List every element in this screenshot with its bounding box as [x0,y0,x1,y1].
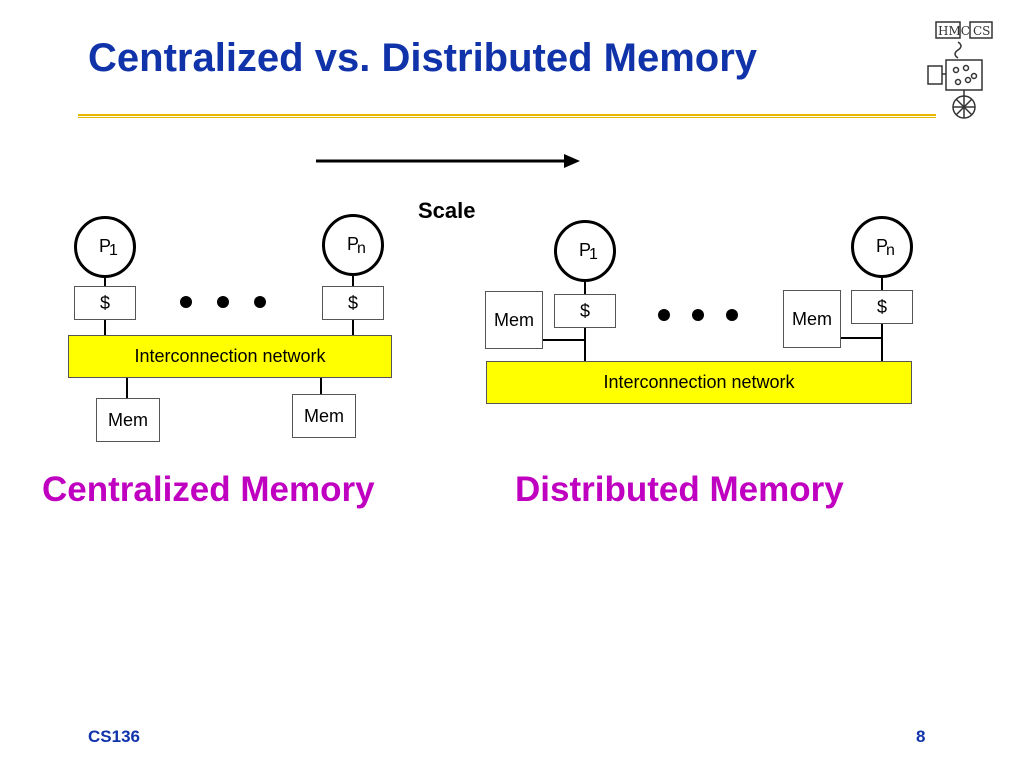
scale-label: Scale [418,198,476,223]
line-net-memn [320,377,322,395]
line-pn-cache [881,278,883,290]
line-cache1-net [584,326,586,362]
cache-box-n: $ [851,290,913,324]
line-pn-cache [352,276,354,286]
processor-pn: P n [851,216,913,278]
ellipsis-dot [692,309,704,321]
page-number: 8 [916,727,926,746]
processor-label: P [579,240,592,260]
processor-label: P [876,236,889,256]
ellipsis-dot [180,296,192,308]
processor-p1: P 1 [74,216,136,278]
interconnection-network: Interconnection network [68,335,392,378]
line-mem1-bus [541,339,585,341]
interconnection-network: Interconnection network [486,361,912,404]
processor-subscript: 1 [109,242,118,259]
processor-pn: P n [322,214,384,276]
logo-lettering: HMC [938,24,970,38]
processor-subscript: n [357,240,366,257]
line-cache1-net [104,318,106,336]
line-net-mem1 [126,377,128,399]
cache-box-1: $ [554,294,616,328]
line-p1-cache [584,282,586,294]
line-p1-cache [104,278,106,286]
cache-box-1: $ [74,286,136,320]
memory-box-1: Mem [96,398,160,442]
scale-arrow [316,154,580,168]
ellipsis-dot [254,296,266,308]
memory-box-1: Mem [485,291,543,349]
caption-centralized: Centralized Memory [42,470,375,509]
title-divider [78,114,936,118]
cache-box-n: $ [322,286,384,320]
line-cachen-net [352,318,354,336]
processor-subscript: n [886,242,895,259]
processor-label: P [99,236,112,256]
memory-box-n: Mem [292,394,356,438]
processor-subscript: 1 [589,246,598,263]
slide-title: Centralized vs. Distributed Memory [88,36,758,80]
ellipsis-dot [726,309,738,321]
processor-p1: P 1 [554,220,616,282]
line-memn-bus [840,337,882,339]
svg-text:CS: CS [973,24,990,38]
caption-distributed: Distributed Memory [515,470,844,509]
line-cachen-net [881,322,883,362]
processor-label: P [347,234,360,254]
hmc-cs-logo: HMC CS [927,21,993,119]
memory-box-n: Mem [783,290,841,348]
ellipsis-dot [217,296,229,308]
ellipsis-dot [658,309,670,321]
footer-course: CS136 [88,727,140,746]
